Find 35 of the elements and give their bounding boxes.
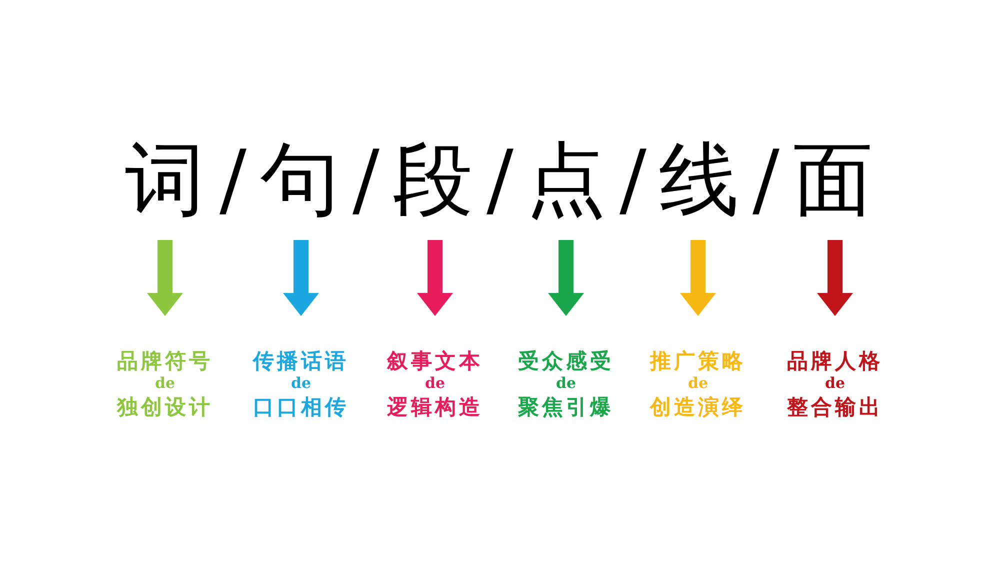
connector-word: de (688, 373, 708, 394)
connector-word: de (824, 373, 846, 394)
slash-separator: / (220, 132, 246, 228)
slash-separator: / (620, 132, 646, 228)
phrase-text: 品牌人格 (787, 348, 883, 373)
slash-separator: / (752, 132, 780, 228)
arrow (680, 240, 716, 316)
title-character: 词 (125, 120, 205, 240)
phrase-text: 推广策略 (650, 348, 746, 373)
title-character: 线 (659, 120, 739, 240)
slash-separator: / (486, 132, 514, 228)
arrow (417, 240, 453, 316)
phrase-text: 独创设计 (117, 394, 213, 419)
arrow (817, 240, 853, 316)
slash-separator: / (352, 132, 380, 228)
connector-word: de (154, 373, 176, 394)
phrase-text: 口口相传 (253, 394, 349, 419)
phrase-text: 品牌符号 (117, 348, 213, 373)
phrase-text: 叙事文本 (387, 348, 483, 373)
phrase-text: 受众感受 (518, 348, 614, 373)
phrase-text: 整合输出 (787, 394, 883, 419)
arrow (548, 240, 584, 316)
phrase-text: 创造演绎 (650, 394, 746, 419)
arrow (283, 240, 319, 316)
connector-word: de (424, 373, 446, 394)
title-character: 面 (793, 120, 873, 240)
title-character: 点 (526, 120, 606, 240)
arrow (147, 240, 183, 316)
title-character: 段 (393, 120, 473, 240)
title-character: 句 (260, 120, 340, 240)
phrase-text: 传播话语 (253, 348, 349, 373)
connector-word: de (556, 373, 576, 394)
phrase-text: 聚焦引爆 (518, 394, 614, 419)
phrase-text: 逻辑构造 (387, 394, 483, 419)
connector-word: de (290, 373, 312, 394)
